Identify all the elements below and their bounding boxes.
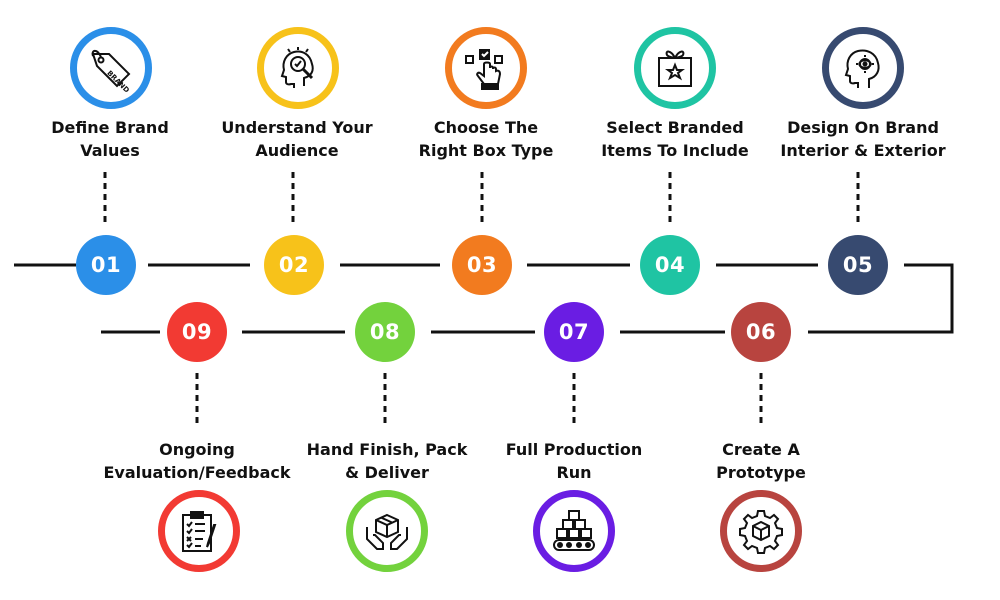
step-5-number-node: 05 [828,235,888,295]
step-3-icon-ring [445,27,527,109]
step-6-number: 06 [745,320,777,344]
step-5-number: 05 [842,253,874,277]
step-6-label: Create A Prototype [716,440,806,482]
gift-box-icon [658,50,692,87]
step-8-number: 08 [369,320,401,344]
step-7-icon-ring [533,490,615,572]
step-3-number: 03 [466,253,498,277]
step-8-label: Hand Finish, Pack & Deliver [306,440,468,482]
step-9-number-node: 09 [167,302,227,362]
step-1-number: 01 [90,253,122,277]
step-5-label: Design On Brand Interior & Exterior [780,118,946,160]
step-9-number: 09 [181,320,213,344]
step-3-number-node: 03 [452,235,512,295]
step-7-label: Full Production Run [505,440,643,482]
step-6-number-node: 06 [731,302,791,362]
step-3-label: Choose The Right Box Type [418,118,554,160]
step-1-icon-ring: BRAND [70,27,152,109]
step-2-number-node: 02 [264,235,324,295]
step-4-number-node: 04 [640,235,700,295]
brand-tag-icon: BRAND [91,49,131,92]
step-9-icon-ring [158,490,240,572]
step-2-number: 02 [278,253,310,277]
head-search-icon [280,47,314,88]
step-1-label: Define Brand Values [51,118,169,160]
step-4-number: 04 [654,253,686,277]
conveyor-icon [553,510,595,551]
hand-select-icon [465,49,503,90]
step-4-label: Select Branded Items To Include [601,118,749,160]
step-4-icon-ring [634,27,716,109]
step-8-icon-ring [346,490,428,572]
step-1-number-node: 01 [76,235,136,295]
step-5-icon-ring [822,27,904,109]
step-7-number: 07 [558,320,590,344]
hands-box-icon [366,513,408,550]
gear-box-icon [739,510,783,554]
step-9-label: Ongoing Evaluation/Feedback [103,440,291,482]
head-design-icon [844,49,880,88]
clipboard-icon [182,511,217,552]
step-8-number-node: 08 [355,302,415,362]
step-2-icon-ring [257,27,339,109]
step-6-icon-ring [720,490,802,572]
step-7-number-node: 07 [544,302,604,362]
step-2-label: Understand Your Audience [221,118,373,160]
